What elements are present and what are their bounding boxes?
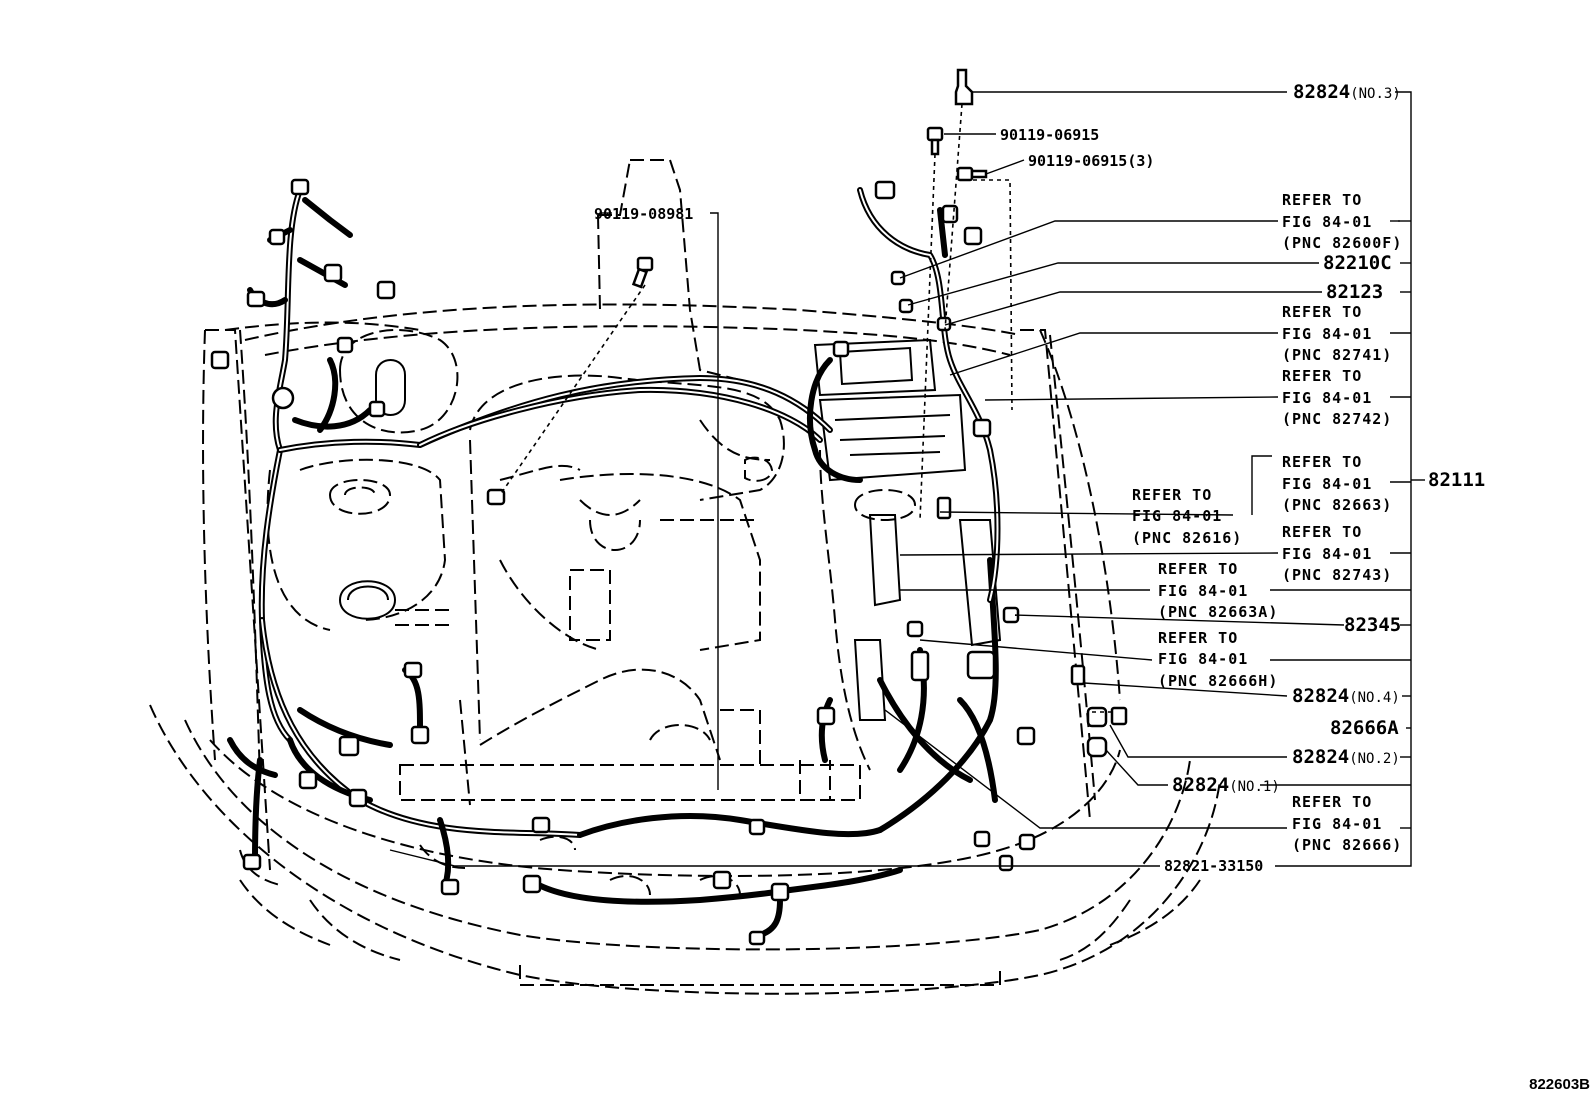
label-82824-no2: 82824(NO.2) — [1292, 746, 1400, 768]
svg-text:REFER TO: REFER TO — [1282, 453, 1362, 471]
svg-text:REFER TO: REFER TO — [1158, 560, 1238, 578]
label-82824-no3: 82824(NO.3) — [1293, 81, 1401, 103]
svg-text:REFER TO: REFER TO — [1282, 367, 1362, 385]
svg-text:FIG 84-01: FIG 84-01 — [1282, 475, 1372, 493]
refer-82666: REFER TO FIG 84-01 (PNC 82666) — [1292, 793, 1402, 854]
svg-text:(PNC 82666H): (PNC 82666H) — [1158, 672, 1278, 690]
refer-82666h: REFER TO FIG 84-01 (PNC 82666H) — [1158, 629, 1278, 690]
refer-82616: REFER TO FIG 84-01 (PNC 82616) — [1132, 486, 1242, 547]
svg-text:FIG 84-01: FIG 84-01 — [1132, 507, 1222, 525]
label-82123: 82123 — [1326, 281, 1383, 303]
label-90119-06915: 90119-06915 — [1000, 126, 1099, 144]
svg-text:FIG 84-01: FIG 84-01 — [1158, 582, 1248, 600]
vehicle-body-outline — [149, 303, 1221, 995]
refer-82742: REFER TO FIG 84-01 (PNC 82742) — [1282, 367, 1392, 428]
leader-lines — [389, 91, 1425, 867]
label-82824-no1: 82824(NO.1) — [1172, 774, 1280, 796]
svg-text:FIG 84-01: FIG 84-01 — [1158, 650, 1248, 668]
svg-text:(PNC 82663A): (PNC 82663A) — [1158, 603, 1278, 621]
svg-text:REFER TO: REFER TO — [1292, 793, 1372, 811]
engine-wire-harness — [227, 187, 1001, 938]
label-82821-33150: 82821-33150 — [1164, 857, 1263, 875]
refer-82741: REFER TO FIG 84-01 (PNC 82741) — [1282, 303, 1392, 364]
svg-text:FIG 84-01: FIG 84-01 — [1282, 545, 1372, 563]
svg-text:(PNC 82742): (PNC 82742) — [1282, 410, 1392, 428]
refer-82663a: REFER TO FIG 84-01 (PNC 82663A) — [1158, 560, 1278, 621]
label-90119-08981: 90119-08981 — [594, 205, 693, 223]
engine-outline — [399, 159, 871, 896]
callout-labels: 82824(NO.3) 90119-06915 90119-06915(3) 9… — [594, 81, 1485, 875]
svg-text:(PNC 82616): (PNC 82616) — [1132, 529, 1242, 547]
svg-text:(PNC 82600F): (PNC 82600F) — [1282, 234, 1402, 252]
svg-text:(PNC 82741): (PNC 82741) — [1282, 346, 1392, 364]
bolts — [631, 68, 988, 289]
svg-text:(PNC 82743): (PNC 82743) — [1282, 566, 1392, 584]
svg-text:REFER TO: REFER TO — [1132, 486, 1212, 504]
svg-text:REFER TO: REFER TO — [1282, 523, 1362, 541]
refer-82743: REFER TO FIG 84-01 (PNC 82743) — [1282, 523, 1392, 584]
illustration-code: 822603B — [1529, 1076, 1590, 1093]
label-82824-no4: 82824(NO.4) — [1292, 685, 1400, 707]
svg-text:REFER TO: REFER TO — [1158, 629, 1238, 647]
svg-text:REFER TO: REFER TO — [1282, 191, 1362, 209]
svg-text:(PNC 82663): (PNC 82663) — [1282, 496, 1392, 514]
svg-text:FIG 84-01: FIG 84-01 — [1282, 389, 1372, 407]
refer-82600f: REFER TO FIG 84-01 (PNC 82600F) — [1282, 191, 1402, 252]
svg-text:(PNC 82666): (PNC 82666) — [1292, 836, 1402, 854]
svg-text:FIG 84-01: FIG 84-01 — [1292, 815, 1382, 833]
refer-82663: REFER TO FIG 84-01 (PNC 82663) — [1282, 453, 1392, 514]
label-90119-06915-3: 90119-06915(3) — [1028, 152, 1154, 170]
svg-text:FIG 84-01: FIG 84-01 — [1282, 213, 1372, 231]
svg-text:FIG 84-01: FIG 84-01 — [1282, 325, 1372, 343]
label-82345: 82345 — [1344, 614, 1401, 636]
label-82111: 82111 — [1428, 469, 1485, 491]
label-82210c: 82210C — [1323, 252, 1392, 274]
label-82666a: 82666A — [1330, 717, 1399, 739]
svg-text:REFER TO: REFER TO — [1282, 303, 1362, 321]
fluid-reservoirs — [266, 329, 459, 631]
relay-block-area — [813, 338, 1002, 721]
